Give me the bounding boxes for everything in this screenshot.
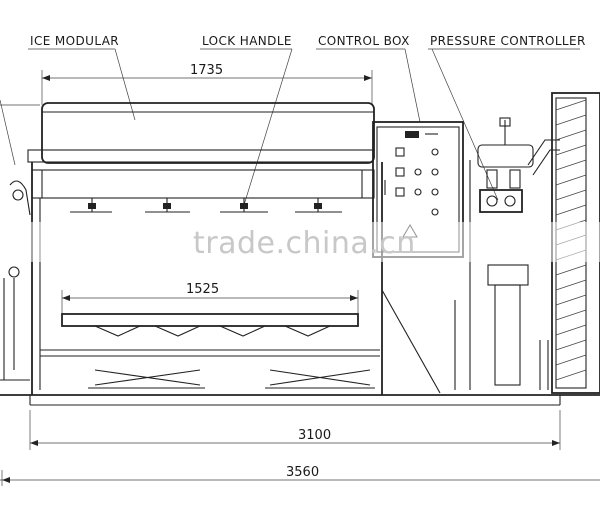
- lock-handle: [70, 198, 112, 213]
- lock-handle: [295, 198, 342, 213]
- base: [0, 394, 600, 406]
- dimension-tray-value: 1525: [186, 282, 219, 297]
- leader-pressure-controller: [431, 48, 499, 201]
- label-lock-handle: LOCK HANDLE: [202, 34, 292, 48]
- dimension-overall: [0, 470, 600, 486]
- label-pressure-controller: PRESSURE CONTROLLER: [430, 34, 586, 48]
- dimension-overall-value: 3560: [286, 465, 319, 480]
- left-frame: [0, 99, 40, 381]
- scissor-lift: [88, 369, 375, 389]
- main-frame: [31, 162, 441, 395]
- lock-handles: [70, 198, 342, 213]
- leader-ice-modular: [114, 48, 136, 121]
- watermark-band: [0, 222, 600, 262]
- label-control-box: CONTROL BOX: [318, 34, 410, 48]
- lock-handle: [145, 198, 190, 213]
- lock-handle: [220, 198, 268, 213]
- watermark-text: trade.china.cn: [193, 226, 416, 261]
- dimension-base: [29, 410, 561, 450]
- leader-lock-handle: [243, 48, 293, 206]
- ice-module: [27, 102, 375, 199]
- dimension-base-value: 3100: [298, 428, 331, 443]
- piping: [454, 117, 560, 390]
- dimension-top-value: 1735: [190, 63, 223, 78]
- leader-control-box: [404, 48, 421, 123]
- ice-tray: [61, 313, 359, 337]
- dimension-top: [41, 70, 373, 105]
- label-ice-modular: ICE MODULAR: [30, 34, 119, 48]
- dimension-tray: [61, 290, 359, 314]
